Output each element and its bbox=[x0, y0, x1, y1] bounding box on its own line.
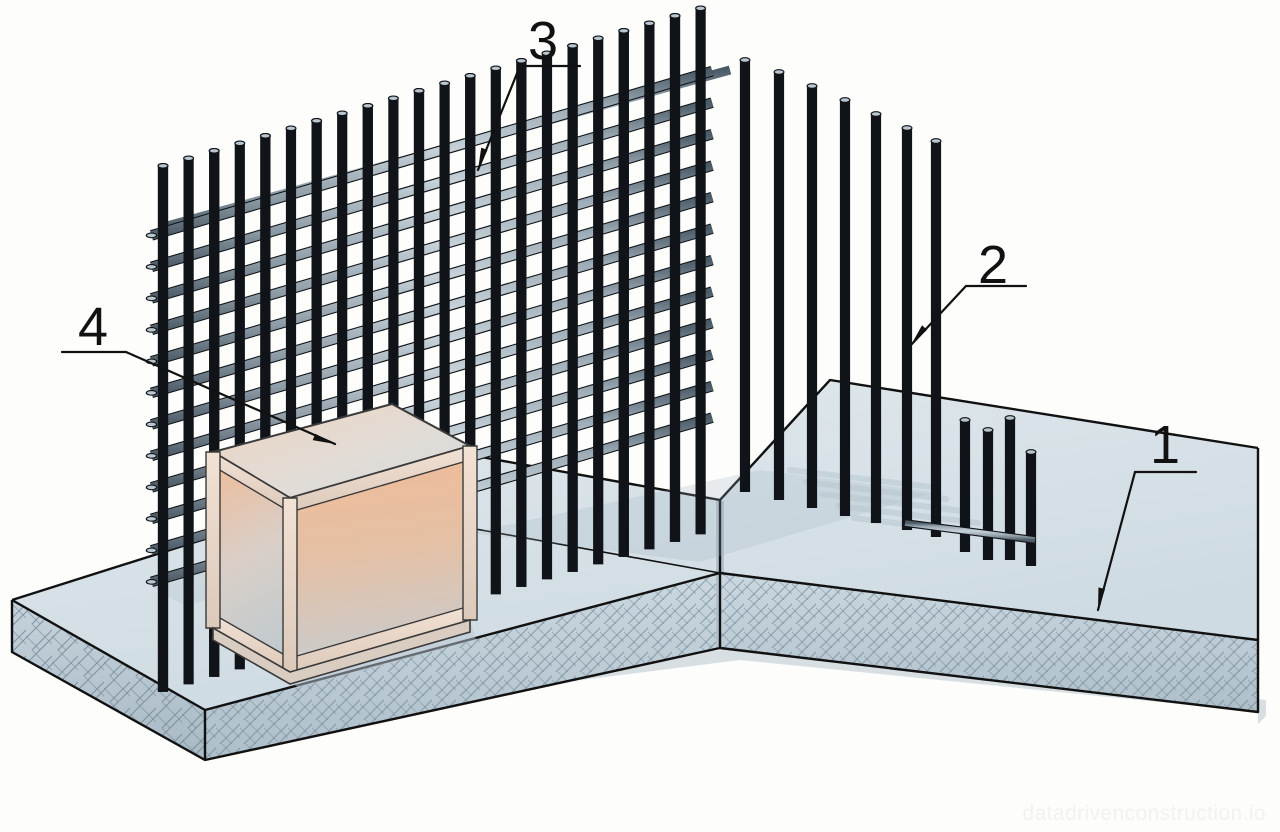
rebar-bar bbox=[145, 65, 714, 241]
rebar-bar bbox=[806, 83, 818, 508]
rebar-bar bbox=[183, 155, 195, 685]
rebar-bar bbox=[145, 191, 714, 367]
rebar-bar bbox=[145, 128, 714, 304]
rebar-bar bbox=[490, 65, 502, 595]
callout-2-arrowhead bbox=[911, 325, 927, 345]
rebar-bar bbox=[1025, 449, 1037, 566]
callout-2-leader bbox=[909, 284, 1028, 347]
rebar-bar bbox=[982, 427, 994, 560]
callout-1-arrowhead bbox=[1098, 587, 1106, 610]
watermark: datadrivenconstruction.io bbox=[1022, 802, 1266, 825]
rebar-bar bbox=[145, 97, 714, 273]
rebar-bar bbox=[773, 69, 785, 500]
rebar-bar bbox=[870, 111, 882, 523]
rebar-bar bbox=[739, 57, 751, 492]
rebar-bar bbox=[567, 42, 579, 572]
rebar-bar bbox=[541, 50, 553, 580]
callout-1-leader bbox=[1096, 470, 1198, 612]
rebar-bar bbox=[904, 519, 1036, 544]
rebar-bar bbox=[643, 20, 655, 550]
callout-leaders bbox=[60, 64, 1198, 612]
callout-4-arrowhead bbox=[312, 433, 335, 444]
callout-3-leader bbox=[476, 64, 582, 172]
callout-4-leader bbox=[60, 350, 337, 446]
rebar-bar bbox=[145, 223, 714, 399]
vertical-starter-dowel-bars bbox=[739, 57, 1037, 566]
rebar-bar bbox=[515, 57, 527, 587]
formwork-frame-edges bbox=[205, 445, 478, 674]
rebar-bar bbox=[145, 254, 714, 430]
rebar-bar bbox=[618, 27, 630, 557]
slab-front-face-left-hatch bbox=[12, 600, 205, 760]
callout-3-arrowhead bbox=[478, 147, 488, 170]
rebar-bar bbox=[592, 35, 604, 565]
callout-number-2: 2 bbox=[978, 235, 1009, 295]
blockout-formwork-box bbox=[205, 402, 478, 688]
rebar-bar bbox=[669, 12, 681, 542]
rebar-bar bbox=[901, 125, 913, 530]
mesh-vertical-bar-group bbox=[157, 5, 707, 692]
rebar-bar bbox=[930, 138, 942, 537]
rebar-bar bbox=[157, 162, 169, 692]
rebar-bar bbox=[145, 160, 714, 336]
callout-arrowheads bbox=[312, 147, 1106, 610]
callout-number-4: 4 bbox=[78, 297, 109, 357]
rebar-bar bbox=[839, 97, 851, 516]
callout-number-3: 3 bbox=[528, 11, 559, 71]
rebar-bar bbox=[145, 286, 714, 462]
callout-number-1: 1 bbox=[1150, 415, 1181, 475]
rebar-bar bbox=[695, 5, 707, 535]
